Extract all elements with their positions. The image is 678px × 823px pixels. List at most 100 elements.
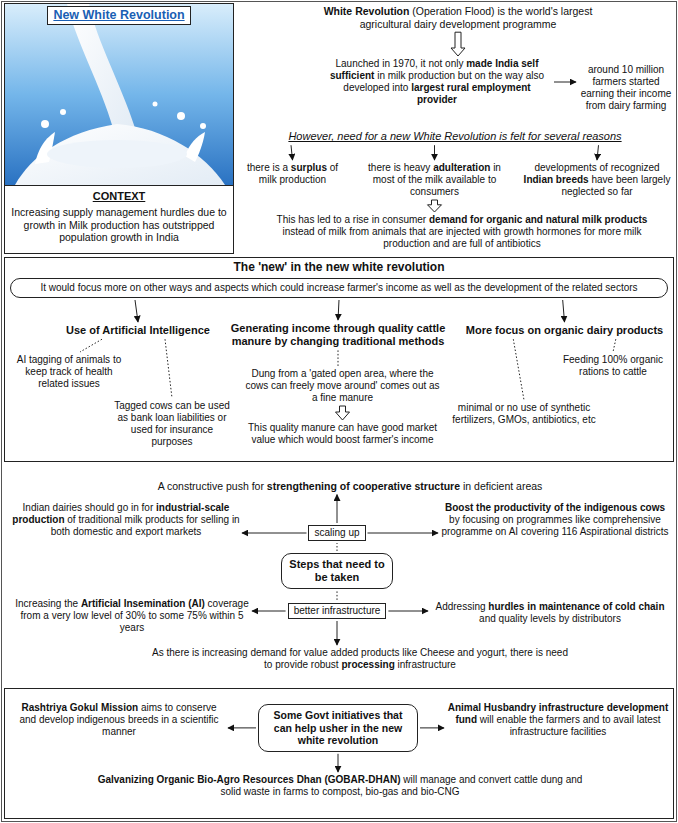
label-text: Boost the productivity of the indigenous… (440, 502, 670, 538)
bold-run: cold (615, 601, 636, 612)
bold-run: Gokul (70, 702, 98, 713)
section-frame: The 'new' in the new white revolutionIt … (4, 257, 674, 462)
label-text: Dung from a 'gated open area, where the … (245, 368, 440, 404)
arrow-connector (388, 611, 428, 612)
block-arrow (428, 200, 442, 212)
bold-run: Husbandry (484, 702, 536, 713)
bold-run: provider (417, 94, 457, 105)
note-text: This quality manure can have good market… (245, 422, 440, 446)
bold-run: Mission (101, 702, 138, 713)
bold-run: employment (472, 82, 531, 93)
arrow-connector (420, 727, 444, 728)
focus-heading: Use of Artificial Intelligence (48, 324, 228, 337)
note-text: Dung from a 'gated open area, where the … (245, 368, 440, 404)
label-text: Increasing the Artificial Insemination (… (14, 598, 250, 634)
arrow-connector (252, 611, 286, 612)
sky-ground (5, 4, 233, 185)
bold-run: of (603, 601, 612, 612)
arrow-connector (291, 145, 293, 160)
bold-run: Insemination (124, 598, 186, 609)
bold-run: indigenous (584, 502, 637, 513)
note-text: there is heavy adulteration in most of t… (362, 162, 507, 198)
arrow-connector (228, 727, 256, 728)
label-text: Generating income through quality cattle… (218, 322, 458, 348)
note-text: Boost the productivity of the indigenous… (440, 502, 670, 538)
bold-run: rural (447, 82, 469, 93)
title-text: New White Revolution (53, 8, 184, 23)
bold-run: breeds (556, 174, 589, 185)
illustration-frame (4, 3, 234, 186)
bold-run: (AI) (188, 598, 205, 609)
note-text: developments of recognized Indian breeds… (522, 162, 672, 198)
bold-run: surplus (291, 162, 327, 173)
step-group-box: better infrastructure (288, 603, 387, 619)
splash-spike (35, 132, 55, 164)
bold-run: demand (429, 214, 467, 225)
bold-run: processing (341, 659, 394, 670)
bold-run: cooperative (353, 480, 412, 492)
dotted-connector (338, 350, 339, 366)
arrow-connector (597, 145, 599, 160)
dotted-connector (337, 543, 338, 551)
bold-run: Organic (157, 774, 195, 785)
label-text: This quality manure can have good market… (245, 422, 440, 446)
milk-splash-illustration (5, 4, 233, 185)
arrow-connector (434, 145, 435, 160)
note-text: Launched in 1970, it not only made India… (322, 58, 552, 106)
bold-run: industrial-scale (156, 502, 229, 513)
label-text: This has led to a rise in consumer deman… (262, 214, 662, 250)
label-text: Indian dairies should go in for industri… (12, 502, 240, 538)
label-text: Use of Artificial Intelligence (48, 324, 228, 337)
label-text: better infrastructure (294, 605, 381, 617)
context-box: CONTEXT Increasing supply management hurd… (4, 185, 234, 254)
bold-run: self (521, 58, 538, 69)
context-heading: CONTEXT (10, 190, 228, 203)
label-text: As there is increasing demand for value … (150, 647, 570, 671)
bold-run: Animal (448, 702, 481, 713)
arrow-connector (563, 300, 565, 322)
context-text: Increasing supply management hurdles due… (10, 206, 228, 244)
bold-run: hurdles (488, 601, 524, 612)
bold-run: Rashtriya (21, 702, 67, 713)
bold-run: production (12, 514, 64, 525)
bold-run: maintenance (539, 601, 600, 612)
bold-run: productivity (494, 502, 551, 513)
label-text: minimal or no use of synthetic fertilize… (448, 402, 600, 426)
note-text: Addressing hurdles in maintenance of col… (430, 601, 670, 625)
summary-oval: It would focus more on other ways and as… (10, 278, 668, 298)
title-box: New White Revolution (47, 6, 190, 25)
bold-run: Boost (445, 502, 473, 513)
dotted-connector (80, 339, 102, 352)
bold-run: of (340, 480, 350, 492)
focus-heading: Generating income through quality cattle… (218, 322, 458, 348)
bold-run: Bio-Agro (197, 774, 240, 785)
bold-run: and (525, 214, 543, 225)
milk-drop (41, 120, 49, 128)
label-text: Some Govt initiatives that can help ushe… (265, 709, 411, 747)
arrow-connector (554, 82, 576, 83)
dotted-connector (613, 339, 616, 352)
note-text: A constructive push for strengthening of… (110, 480, 590, 493)
milk-drop (153, 102, 158, 107)
bold-run: strengthening (267, 480, 337, 492)
note-text: White Revolution (Operation Flood) is th… (318, 5, 598, 30)
note-text: Tagged cows can be used as bank loan lia… (112, 400, 232, 448)
label-text: there is heavy adulteration in most of t… (362, 162, 507, 198)
bold-run: Dhan (297, 774, 322, 785)
note-text: there is a surplus of milk production (240, 162, 345, 186)
label-text: More focus on organic dairy products (462, 324, 667, 337)
note-text: Galvanizing Organic Bio-Agro Resources D… (95, 774, 585, 798)
arrow-connector (242, 533, 307, 534)
bold-run: largest (411, 82, 444, 93)
bold-run: adulteration (433, 162, 490, 173)
bold-run: White (324, 5, 353, 17)
label-text: A constructive push for strengthening of… (110, 480, 590, 493)
dotted-connector (165, 339, 172, 398)
label-text: It would focus more on other ways and as… (25, 282, 653, 294)
note-text: Increasing the Artificial Insemination (… (14, 598, 250, 634)
bold-run: milk (582, 214, 602, 225)
initiatives-hub: Some Govt initiatives that can help ushe… (258, 704, 418, 752)
note-text: Rashtriya Gokul Mission aims to conserve… (12, 702, 226, 738)
note-text: As there is increasing demand for value … (150, 647, 570, 671)
